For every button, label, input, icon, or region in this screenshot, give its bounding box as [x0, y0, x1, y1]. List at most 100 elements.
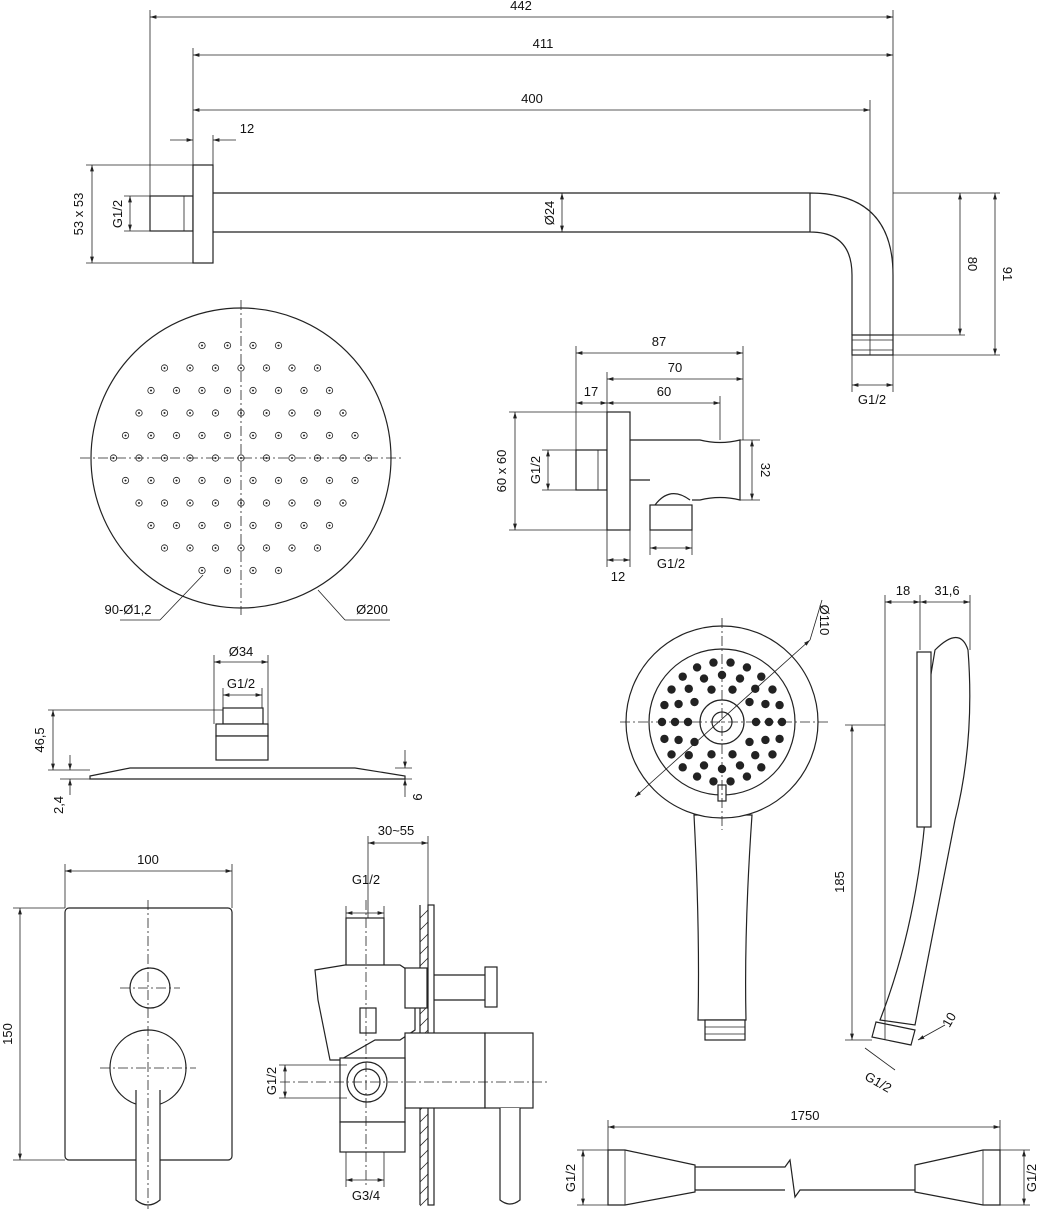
wall-hatch-line — [419, 945, 429, 955]
dim-hose-right-thread: G1/2 — [1024, 1164, 1039, 1192]
nozzle-hole — [325, 476, 334, 485]
dim-bracket-plate-depth: 12 — [611, 569, 625, 584]
nozzle-hole — [351, 476, 359, 485]
dim-valve-height: 150 — [0, 1023, 15, 1045]
nozzle-hole — [288, 364, 296, 372]
nozzle-dot — [674, 735, 683, 745]
dim-outlet-thread: G1/2 — [858, 392, 886, 407]
nozzle-hole — [300, 431, 308, 440]
nozzle-hole — [160, 409, 169, 417]
nozzle-hole — [109, 454, 118, 462]
shower-hose: 1750 G1/2 G1/2 — [563, 1108, 1039, 1206]
dim-inlet-thread: G1/2 — [110, 200, 125, 228]
valve-front-view: 100 150 — [0, 852, 233, 1209]
nozzle-hole — [339, 454, 347, 462]
nozzle-dot — [690, 737, 699, 747]
nozzle-dot — [660, 734, 669, 744]
nozzle-hole — [198, 386, 206, 395]
nozzle-hole — [186, 544, 194, 552]
nozzle-hole — [313, 364, 322, 372]
nozzle-hole — [160, 364, 169, 372]
dim-hand-length: 185 — [832, 871, 847, 893]
dim-drop-80: 80 — [965, 257, 980, 271]
nozzle-hole — [237, 544, 245, 552]
wall-hatch-line — [419, 1113, 429, 1123]
nozzle-hole — [262, 499, 271, 507]
nozzle-hole — [211, 454, 220, 462]
rain-head-top-view: 90-Ø1,2 Ø200 — [80, 300, 402, 621]
nozzle-hole — [223, 431, 232, 440]
nozzle-hole — [198, 566, 206, 575]
nozzle-hole — [211, 499, 220, 507]
dim-flange-depth: 12 — [240, 121, 254, 136]
nozzle-hole — [172, 386, 181, 395]
dim-hand-depth-18: 18 — [896, 583, 910, 598]
dim-nozzles: 90-Ø1,2 — [105, 602, 152, 617]
nozzle-hole — [198, 431, 206, 440]
nozzle-dot — [768, 750, 777, 759]
nozzle-dot — [728, 685, 737, 694]
wall-hatch-line — [419, 1161, 429, 1171]
nozzle-dot — [745, 737, 754, 747]
nozzle-hole — [198, 341, 206, 350]
wall-hatch-line — [419, 1137, 429, 1147]
nozzle-hole — [249, 386, 257, 395]
wall-hatch-line — [419, 933, 429, 943]
nozzle-hole — [186, 409, 194, 417]
nozzle-dot — [660, 700, 669, 710]
wall-hatch-line — [419, 1185, 429, 1195]
valve-side-view: 30~55 G1/2 G1/2 G3/4 — [264, 823, 550, 1207]
nozzle-hole — [300, 521, 308, 530]
dim-hand-thread: G1/2 — [862, 1069, 894, 1096]
nozzle-hole — [288, 454, 296, 462]
nozzle-hole — [237, 454, 245, 462]
dim-connector-thread: G1/2 — [227, 676, 255, 691]
dim-head-height: 46,5 — [32, 727, 47, 752]
nozzle-dot — [726, 658, 735, 667]
wall-hatch-line — [419, 921, 429, 931]
nozzle-hole — [198, 521, 206, 530]
nozzle-dot — [678, 763, 687, 772]
nozzle-hole — [121, 431, 130, 440]
dim-head-diameter: Ø200 — [356, 602, 388, 617]
dim-plate-thickness: 2,4 — [51, 796, 66, 814]
nozzle-dot — [684, 751, 693, 760]
nozzle-hole — [274, 341, 283, 350]
nozzle-hole — [186, 364, 194, 372]
dim-hand-diameter: Ø110 — [817, 605, 832, 636]
wall-hatch-line — [419, 1149, 429, 1159]
dim-bracket-60: 60 — [657, 384, 671, 399]
nozzle-hole — [211, 364, 220, 372]
dim-tube-diameter: Ø24 — [542, 201, 557, 226]
nozzle-dot — [707, 685, 716, 694]
dim-total-thickness: 9 — [410, 793, 425, 800]
nozzle-hole — [300, 476, 308, 485]
nozzle-hole — [262, 454, 271, 462]
nozzle-dot — [757, 672, 766, 681]
wall-hatch-line — [419, 909, 429, 919]
nozzle-hole — [172, 431, 181, 440]
nozzle-hole — [325, 431, 334, 440]
nozzle-dot — [690, 697, 699, 707]
nozzle-dot — [757, 763, 766, 772]
nozzle-dot — [761, 735, 770, 745]
nozzle-dot — [761, 699, 770, 709]
wall-hatch-line — [419, 1173, 429, 1183]
dim-overall: 442 — [510, 0, 532, 13]
shower-arm: 442 411 400 12 53 x 53 G1/2 Ø24 80 91 G1… — [71, 0, 1015, 407]
nozzle-hole — [211, 544, 220, 552]
nozzle-dot — [699, 674, 709, 683]
nozzle-hole — [262, 409, 271, 417]
nozzle-dot — [775, 734, 784, 744]
dim-hose-left-thread: G1/2 — [563, 1164, 578, 1192]
nozzle-hole — [364, 454, 373, 462]
nozzle-dot — [684, 684, 693, 693]
nozzle-hole — [147, 521, 155, 530]
nozzle-hole — [325, 386, 334, 395]
nozzle-hole — [198, 476, 206, 485]
nozzle-hole — [351, 431, 359, 440]
dim-bracket-holder: 32 — [758, 463, 773, 477]
nozzle-hole — [288, 409, 296, 417]
nozzle-hole — [274, 521, 283, 530]
